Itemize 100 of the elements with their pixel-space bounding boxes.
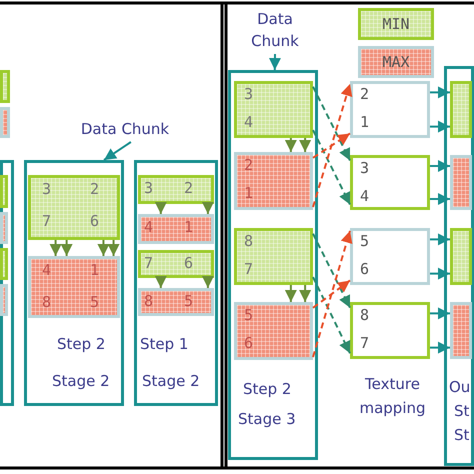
number-label: 6	[90, 212, 100, 230]
arrow	[430, 160, 450, 172]
arrow	[60, 240, 73, 256]
number-label: 8	[244, 232, 254, 250]
number-label: 6	[184, 254, 194, 272]
data-block	[0, 175, 8, 208]
arrow	[430, 233, 450, 246]
number-label: 2	[184, 179, 194, 197]
stage-column	[444, 66, 474, 466]
data-block	[234, 228, 313, 285]
arrow	[430, 86, 450, 98]
stage-label: Step 2	[243, 380, 292, 398]
number-label: 5	[184, 292, 194, 310]
arrow	[108, 240, 120, 256]
dashed-arrow	[312, 230, 352, 358]
arrow	[284, 285, 297, 302]
data-block	[138, 288, 214, 316]
arrow	[430, 342, 450, 354]
number-label: 7	[144, 254, 154, 272]
data-block	[0, 107, 10, 138]
dashed-arrow	[312, 86, 351, 161]
number-label: 8	[42, 293, 52, 311]
stage-column	[134, 160, 218, 406]
number-label: 1	[184, 218, 194, 236]
legend-key: MIN	[358, 8, 434, 40]
stage-label: Stage 2	[142, 372, 200, 390]
data-block	[28, 256, 120, 318]
texture-box	[350, 81, 430, 138]
arrow	[430, 120, 450, 133]
dashed-arrow	[312, 84, 352, 208]
callout-text: Data Chunk	[236, 8, 314, 54]
arrow	[50, 240, 62, 256]
number-label: 4	[42, 261, 52, 279]
stage-label: Step 2	[57, 335, 106, 353]
arrow	[103, 141, 132, 161]
arrow	[284, 138, 297, 152]
arrow	[202, 202, 214, 214]
data-block	[138, 250, 214, 278]
data-block	[450, 155, 472, 210]
stage-label: Stage 2	[52, 372, 110, 390]
number-label: 4	[144, 218, 154, 236]
number-label: 1	[244, 184, 254, 202]
data-block	[450, 302, 472, 359]
number-label: 2	[360, 85, 370, 103]
stage-column	[228, 70, 318, 460]
number-label: 1	[90, 261, 100, 279]
arrow	[97, 240, 110, 256]
texture-box	[350, 302, 430, 359]
data-block	[0, 284, 8, 316]
number-label: 4	[360, 187, 370, 205]
data-block	[234, 302, 313, 360]
data-block	[234, 81, 313, 138]
arrow	[430, 268, 450, 280]
number-label: 3	[360, 159, 370, 177]
number-label: 2	[90, 180, 100, 198]
number-label: 1	[360, 113, 370, 131]
data-block	[234, 152, 313, 210]
arrow	[202, 276, 214, 288]
data-block	[138, 214, 214, 244]
number-label: 7	[42, 212, 52, 230]
arrow	[268, 54, 281, 70]
stage-column	[24, 160, 124, 406]
number-label: 8	[360, 306, 370, 324]
stage-label: Step 1	[140, 335, 188, 353]
arrow	[154, 202, 167, 214]
data-block	[0, 70, 10, 103]
stage-label: Stage 3	[238, 410, 296, 428]
number-label: 5	[90, 293, 100, 311]
number-label: 7	[244, 260, 254, 278]
number-label: 4	[244, 113, 254, 131]
arrow	[299, 285, 312, 302]
legend-key: MAX	[358, 46, 434, 78]
number-label: 3	[144, 179, 154, 197]
data-block	[28, 175, 120, 240]
stage-label: St	[454, 402, 470, 420]
number-label: 3	[244, 85, 254, 103]
data-block	[450, 228, 472, 285]
dashed-arrow	[312, 276, 351, 354]
number-label: 8	[144, 292, 154, 310]
dashed-arrow	[312, 280, 351, 309]
arrow	[299, 138, 312, 152]
stage-label: St	[454, 426, 470, 444]
arrow	[430, 307, 450, 320]
number-label: 2	[244, 156, 254, 174]
number-label: 3	[42, 180, 52, 198]
number-label: 5	[360, 232, 370, 250]
number-label: 7	[360, 334, 370, 352]
stage-label: Ou	[449, 378, 470, 396]
number-label: 6	[360, 260, 370, 278]
data-block	[450, 81, 472, 138]
caption-text: Texture mapping	[358, 374, 427, 419]
number-label: 6	[244, 334, 254, 352]
arrow	[430, 193, 450, 205]
texture-box	[350, 155, 430, 210]
dashed-arrow	[312, 233, 351, 308]
number-label: 5	[244, 306, 254, 324]
data-block	[0, 248, 8, 280]
dashed-arrow	[312, 132, 351, 159]
texture-box	[350, 228, 430, 285]
partial-column	[0, 160, 14, 406]
